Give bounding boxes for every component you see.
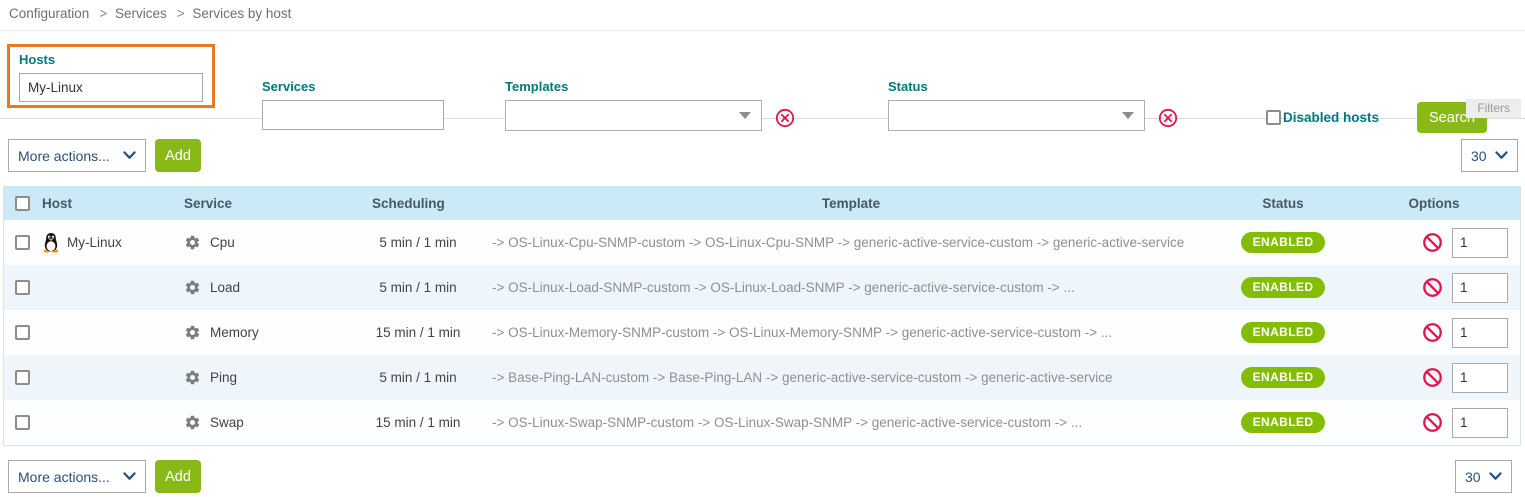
row-checkbox[interactable] bbox=[15, 415, 30, 430]
service-name-link[interactable]: Memory bbox=[210, 325, 259, 340]
service-name-link[interactable]: Load bbox=[210, 280, 241, 295]
table-row: Swap 15 min / 1 min -> OS-Linux-Swap-SNM… bbox=[4, 400, 1520, 445]
host-name-link[interactable]: My-Linux bbox=[67, 235, 122, 250]
breadcrumb-services-by-host: Services by host bbox=[192, 6, 292, 21]
prohibition-icon[interactable] bbox=[1422, 367, 1443, 388]
header-options: Options bbox=[1408, 195, 1460, 211]
chevron-down-icon bbox=[1489, 472, 1502, 481]
row-checkbox[interactable] bbox=[15, 370, 30, 385]
gear-icon bbox=[184, 234, 201, 251]
disabled-hosts-group: Disabled hosts bbox=[1266, 110, 1379, 125]
status-badge: ENABLED bbox=[1240, 232, 1326, 253]
gear-icon bbox=[184, 324, 201, 341]
service-name-link[interactable]: Cpu bbox=[210, 235, 235, 250]
service-name-link[interactable]: Ping bbox=[210, 370, 238, 385]
hosts-filter-label: Hosts bbox=[19, 52, 56, 67]
breadcrumb-services[interactable]: Services bbox=[114, 6, 167, 21]
status-filter-label: Status bbox=[888, 79, 928, 94]
table-row: Memory 15 min / 1 min -> OS-Linux-Memory… bbox=[4, 310, 1520, 355]
scheduling-value: 5 min / 1 min bbox=[379, 280, 457, 295]
status-filter-select[interactable] bbox=[888, 100, 1145, 131]
top-toolbar: More actions... Add 30 bbox=[0, 139, 1525, 173]
chevron-down-icon bbox=[739, 112, 751, 119]
template-chain: -> Base-Ping-LAN-custom -> Base-Ping-LAN… bbox=[492, 370, 1113, 385]
bottom-toolbar: More actions... Add 30 bbox=[0, 460, 1525, 494]
status-clear-circle-x-icon[interactable] bbox=[1158, 108, 1178, 128]
prohibition-icon[interactable] bbox=[1422, 232, 1443, 253]
table-row: My-Linux Cpu 5 min / 1 min -> OS-Linux-C… bbox=[4, 220, 1520, 265]
table-header-row: Host Service Scheduling Template Status … bbox=[4, 186, 1520, 220]
scheduling-value: 5 min / 1 min bbox=[379, 235, 457, 250]
services-filter-group: Services bbox=[262, 79, 444, 130]
more-actions-label: More actions... bbox=[18, 147, 110, 164]
more-actions-select[interactable]: More actions... bbox=[8, 139, 146, 172]
status-badge: ENABLED bbox=[1240, 277, 1326, 298]
templates-filter-label: Templates bbox=[505, 79, 569, 94]
gear-icon bbox=[184, 369, 201, 386]
filters-tab[interactable]: Filters bbox=[1466, 99, 1521, 118]
options-count-input[interactable] bbox=[1452, 407, 1508, 438]
template-chain: -> OS-Linux-Swap-SNMP-custom -> OS-Linux… bbox=[492, 415, 1083, 430]
row-checkbox[interactable] bbox=[15, 280, 30, 295]
templates-filter-group: Templates bbox=[505, 79, 762, 131]
breadcrumb-configuration[interactable]: Configuration bbox=[9, 6, 90, 21]
chevron-down-icon bbox=[1122, 112, 1134, 119]
chevron-down-icon bbox=[123, 472, 136, 481]
page-size-select[interactable]: 30 bbox=[1461, 139, 1518, 172]
gear-icon bbox=[184, 279, 201, 296]
prohibition-icon[interactable] bbox=[1422, 412, 1443, 433]
scheduling-value: 5 min / 1 min bbox=[379, 370, 457, 385]
add-button[interactable]: Add bbox=[155, 139, 201, 172]
add-button[interactable]: Add bbox=[155, 460, 201, 493]
breadcrumb-separator: > bbox=[176, 6, 185, 21]
header-template[interactable]: Template bbox=[821, 195, 881, 211]
header-service[interactable]: Service bbox=[184, 195, 233, 211]
service-name-link[interactable]: Swap bbox=[210, 415, 244, 430]
status-filter-group: Status bbox=[888, 79, 1145, 131]
scheduling-value: 15 min / 1 min bbox=[375, 415, 461, 430]
header-scheduling[interactable]: Scheduling bbox=[372, 195, 445, 211]
gear-icon bbox=[184, 414, 201, 431]
template-chain: -> OS-Linux-Load-SNMP-custom -> OS-Linux… bbox=[492, 280, 1075, 295]
page-size-value: 30 bbox=[1471, 147, 1487, 164]
disabled-hosts-checkbox[interactable] bbox=[1266, 110, 1281, 125]
table-row: Load 5 min / 1 min -> OS-Linux-Load-SNMP… bbox=[4, 265, 1520, 310]
header-status[interactable]: Status bbox=[1262, 195, 1304, 211]
chevron-down-icon bbox=[123, 151, 136, 160]
options-count-input[interactable] bbox=[1452, 227, 1508, 258]
row-checkbox[interactable] bbox=[15, 235, 30, 250]
breadcrumb: Configuration > Services > Services by hos… bbox=[9, 6, 297, 21]
table-row: Ping 5 min / 1 min -> Base-Ping-LAN-cust… bbox=[4, 355, 1520, 400]
status-badge: ENABLED bbox=[1240, 412, 1326, 433]
options-count-input[interactable] bbox=[1452, 362, 1508, 393]
templates-clear-circle-x-icon[interactable] bbox=[775, 108, 795, 128]
scheduling-value: 15 min / 1 min bbox=[375, 325, 461, 340]
services-filter-input[interactable] bbox=[262, 100, 444, 130]
hosts-filter-input[interactable] bbox=[19, 73, 203, 102]
prohibition-icon[interactable] bbox=[1422, 277, 1443, 298]
hosts-filter-group: Hosts bbox=[7, 44, 215, 108]
template-chain: -> OS-Linux-Cpu-SNMP-custom -> OS-Linux-… bbox=[492, 235, 1185, 250]
linux-tux-icon bbox=[42, 232, 60, 253]
page-size-select[interactable]: 30 bbox=[1455, 460, 1512, 493]
row-checkbox[interactable] bbox=[15, 325, 30, 340]
options-count-input[interactable] bbox=[1452, 317, 1508, 348]
templates-filter-select[interactable] bbox=[505, 100, 762, 131]
services-table: Host Service Scheduling Template Status … bbox=[3, 186, 1521, 446]
status-badge: ENABLED bbox=[1240, 367, 1326, 388]
chevron-down-icon bbox=[1495, 151, 1508, 160]
status-badge: ENABLED bbox=[1240, 322, 1326, 343]
prohibition-icon[interactable] bbox=[1422, 322, 1443, 343]
more-actions-select[interactable]: More actions... bbox=[8, 460, 146, 493]
disabled-hosts-label: Disabled hosts bbox=[1283, 110, 1380, 125]
breadcrumb-separator: > bbox=[99, 6, 108, 21]
more-actions-label: More actions... bbox=[18, 468, 110, 485]
options-count-input[interactable] bbox=[1452, 272, 1508, 303]
select-all-checkbox[interactable] bbox=[15, 195, 30, 211]
page-size-value: 30 bbox=[1465, 468, 1481, 485]
template-chain: -> OS-Linux-Memory-SNMP-custom -> OS-Lin… bbox=[492, 325, 1113, 340]
header-host[interactable]: Host bbox=[42, 195, 72, 211]
services-filter-label: Services bbox=[262, 79, 316, 94]
filter-panel: Hosts Services Templates Status bbox=[0, 30, 1525, 133]
